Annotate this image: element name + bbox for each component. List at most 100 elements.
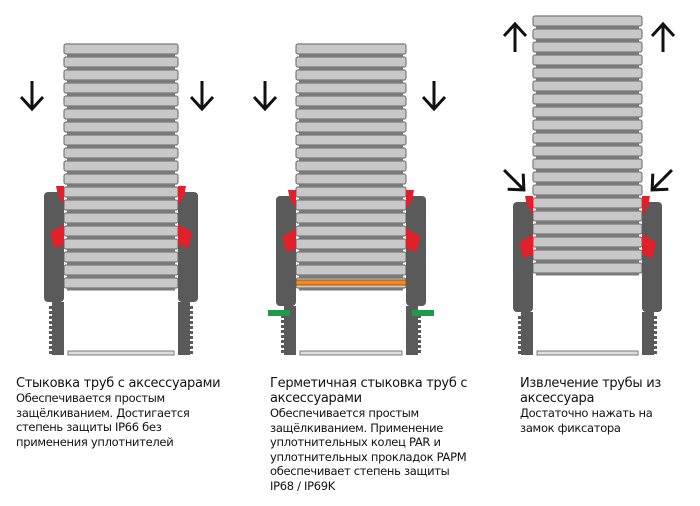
thread-tooth	[418, 340, 421, 343]
pipe-rib	[63, 212, 179, 224]
pipe-rib	[532, 249, 643, 261]
pipe-rib	[295, 238, 407, 250]
papm-gasket	[412, 310, 434, 316]
pipe-rib	[63, 186, 179, 198]
fitting-thread	[406, 306, 418, 355]
pipe-rib	[295, 186, 407, 198]
red-seal	[282, 228, 296, 252]
pipe-rib	[63, 264, 179, 276]
thread-tooth	[518, 341, 521, 344]
thread-tooth	[654, 336, 657, 339]
pipe-rib	[63, 95, 179, 107]
thread-tooth	[518, 331, 521, 334]
thread-tooth	[654, 331, 657, 334]
red-seal	[519, 234, 533, 258]
arrow-down-icon	[421, 81, 447, 112]
pipe-rib	[63, 160, 179, 172]
thread-tooth	[654, 346, 657, 349]
pipe-rib	[295, 56, 407, 68]
pipe-rib	[295, 212, 407, 224]
thread-tooth	[281, 345, 284, 348]
thread-tooth	[49, 346, 52, 349]
pipe-rib	[63, 56, 179, 68]
fitting-thread	[284, 306, 296, 355]
arrow-down-icon	[252, 81, 278, 112]
pipe-rib	[63, 147, 179, 159]
fitting-bottom	[536, 350, 639, 356]
red-seal	[178, 224, 192, 248]
pipe-rib	[63, 108, 179, 120]
pipe-rib	[532, 197, 643, 209]
fitting-thread	[178, 302, 190, 355]
thread-tooth	[418, 330, 421, 333]
pipe-rib	[532, 28, 643, 40]
pipe-rib	[63, 43, 179, 55]
red-seal	[50, 224, 64, 248]
red-seal	[406, 228, 420, 252]
thread-tooth	[281, 335, 284, 338]
thread-tooth	[654, 326, 657, 329]
thread-tooth	[418, 315, 421, 318]
thread-tooth	[190, 341, 193, 344]
thread-tooth	[518, 351, 521, 354]
thread-tooth	[654, 341, 657, 344]
thread-tooth	[518, 346, 521, 349]
thread-tooth	[49, 321, 52, 324]
pipe-rib	[532, 93, 643, 105]
thread-tooth	[190, 321, 193, 324]
thread-tooth	[49, 331, 52, 334]
fitting-thread	[52, 302, 64, 355]
thread-tooth	[281, 340, 284, 343]
thread-tooth	[190, 336, 193, 339]
pipe-rib	[532, 15, 643, 27]
arrow-down-icon	[19, 81, 45, 112]
thread-tooth	[49, 311, 52, 314]
lock-seal	[178, 186, 186, 204]
pipe-rib	[295, 264, 407, 276]
pipe-rib	[295, 147, 407, 159]
pipe-rib	[532, 158, 643, 170]
pipe-rib	[532, 145, 643, 157]
lock-seal	[525, 196, 533, 214]
thread-tooth	[281, 315, 284, 318]
arrow-up-icon	[502, 21, 528, 52]
lock-seal	[56, 186, 64, 204]
thread-tooth	[281, 350, 284, 353]
thread-tooth	[49, 341, 52, 344]
thread-tooth	[190, 346, 193, 349]
pipe-fitting-diagrams	[19, 15, 676, 356]
pipe-rib	[63, 251, 179, 263]
lock-seal	[642, 196, 650, 214]
pipe-rib	[532, 119, 643, 131]
pipe-rib	[63, 69, 179, 81]
pipe-rib	[63, 225, 179, 237]
thread-tooth	[281, 325, 284, 328]
par-ring-gasket	[295, 279, 407, 286]
arrow-down-left-icon	[650, 169, 673, 192]
pipe-rib	[63, 134, 179, 146]
pipe-rib	[532, 262, 643, 274]
arrow-down-icon	[189, 81, 215, 112]
thread-tooth	[518, 336, 521, 339]
pipe-rib	[63, 173, 179, 185]
thread-tooth	[418, 325, 421, 328]
fitting-thread	[521, 312, 533, 355]
fitting-bottom	[299, 350, 403, 356]
arrow-up-icon	[650, 21, 676, 52]
pipe-rib	[532, 80, 643, 92]
lock-seal	[288, 190, 296, 208]
thread-tooth	[281, 320, 284, 323]
thread-tooth	[190, 326, 193, 329]
pipe-rib	[295, 43, 407, 55]
papm-gasket	[268, 310, 290, 316]
thread-tooth	[190, 351, 193, 354]
pipe-rib	[532, 210, 643, 222]
lock-seal	[406, 190, 414, 208]
caption-snap-connection: Стыковка труб с аксессуарами Обеспечивае…	[16, 376, 256, 449]
caption-text: Обеспечивается простым защёлкиванием. До…	[16, 391, 190, 449]
pipe-rib	[63, 121, 179, 133]
pipe-rib	[295, 134, 407, 146]
thread-tooth	[654, 316, 657, 319]
thread-tooth	[518, 316, 521, 319]
caption-title: Герметичная стыковка труб с аксессуарами	[270, 376, 468, 406]
